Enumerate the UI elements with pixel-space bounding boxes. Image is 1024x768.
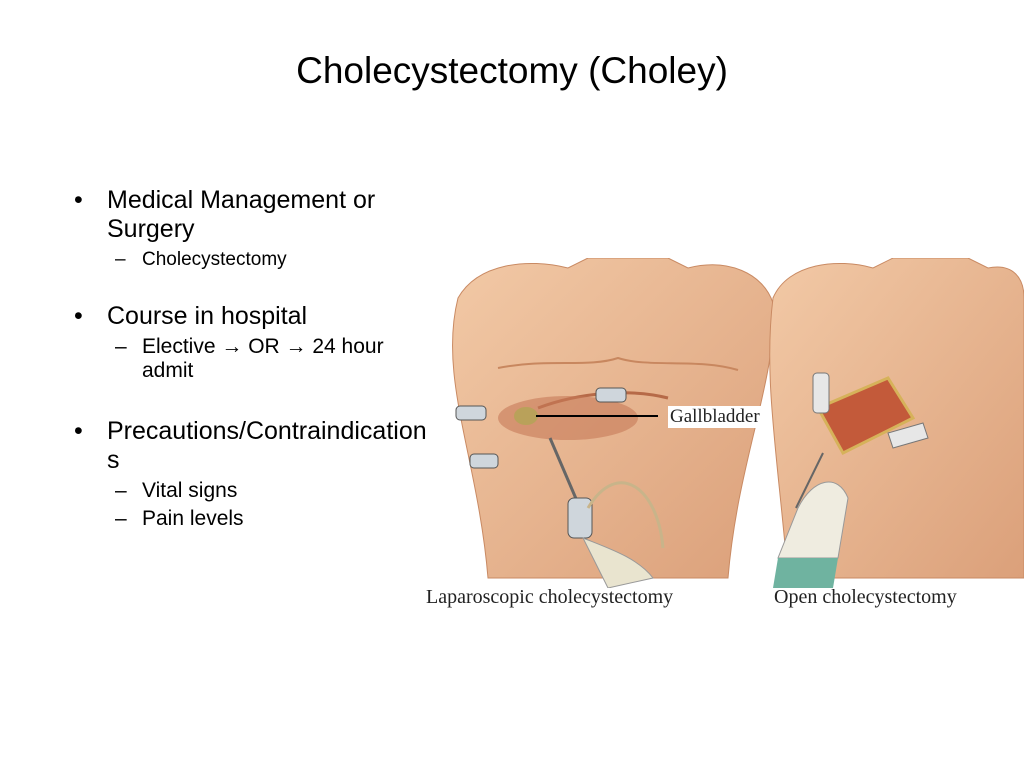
gallbladder-label: Gallbladder (668, 406, 762, 428)
bullet-management: Medical Management or Surgery (74, 186, 430, 244)
torso-illustration (452, 257, 1024, 589)
surgery-illustration: Gallbladder Laparoscopic cholecystectomy… (418, 257, 1024, 620)
sub-pain-levels: Pain levels (74, 507, 430, 531)
sub-cholecystectomy: Cholecystectomy (74, 248, 430, 272)
sub-vital-signs: Vital signs (74, 479, 430, 503)
open-caption: Open cholecystectomy (774, 586, 957, 608)
bullet-list: Medical Management or Surgery Cholecyste… (74, 186, 430, 531)
laparoscopic-caption: Laparoscopic cholecystectomy (426, 586, 674, 608)
open-torso (769, 257, 1024, 588)
bullet-precautions: Precautions/Contraindications (74, 417, 430, 475)
bullet-course: Course in hospital (74, 302, 430, 331)
slide-title: Cholecystectomy (Choley) (296, 50, 728, 91)
laparoscopic-torso (452, 257, 774, 589)
sub-elective: Elective → OR → 24 hour admit (74, 335, 430, 383)
